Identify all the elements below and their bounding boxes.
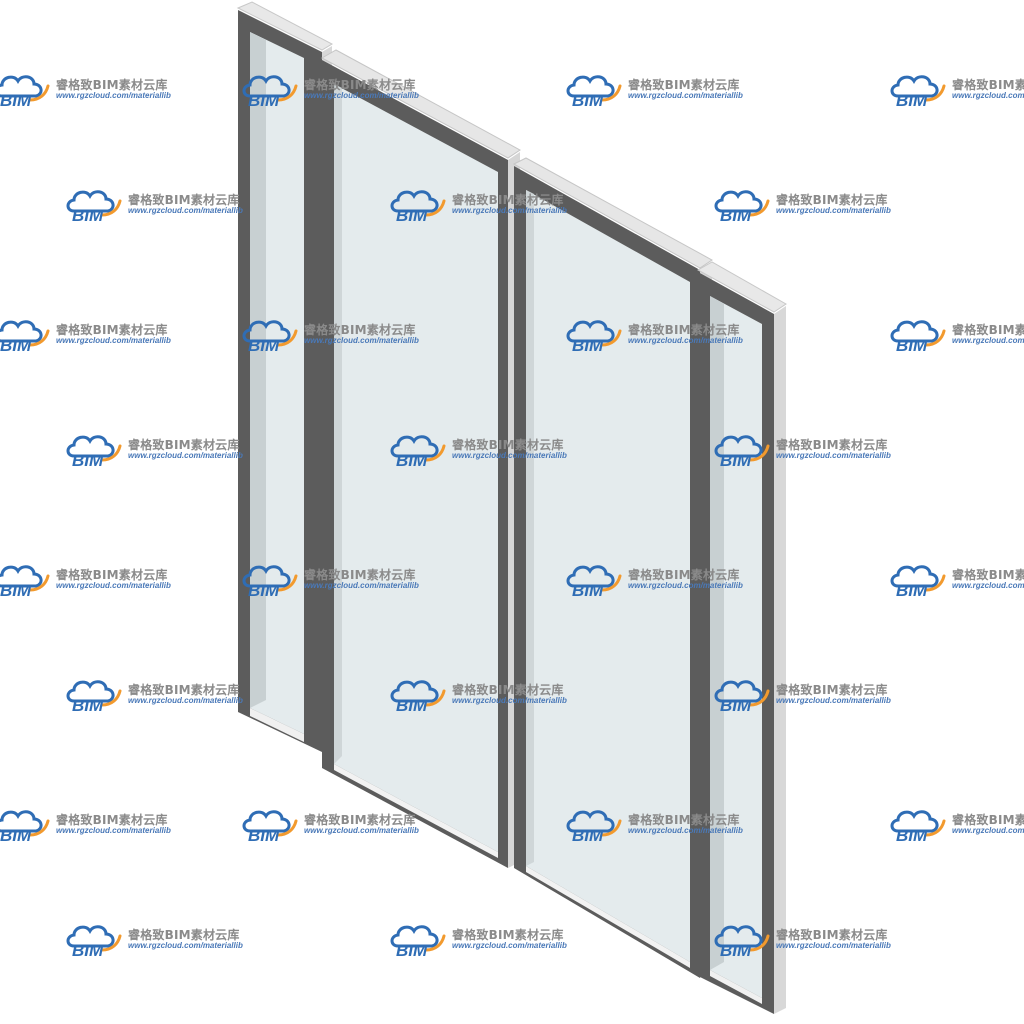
left-narrow-panel	[236, 1, 334, 752]
left-door-panel	[320, 49, 521, 868]
right-door-panel	[512, 157, 713, 978]
right-narrow-panel	[696, 261, 787, 1014]
